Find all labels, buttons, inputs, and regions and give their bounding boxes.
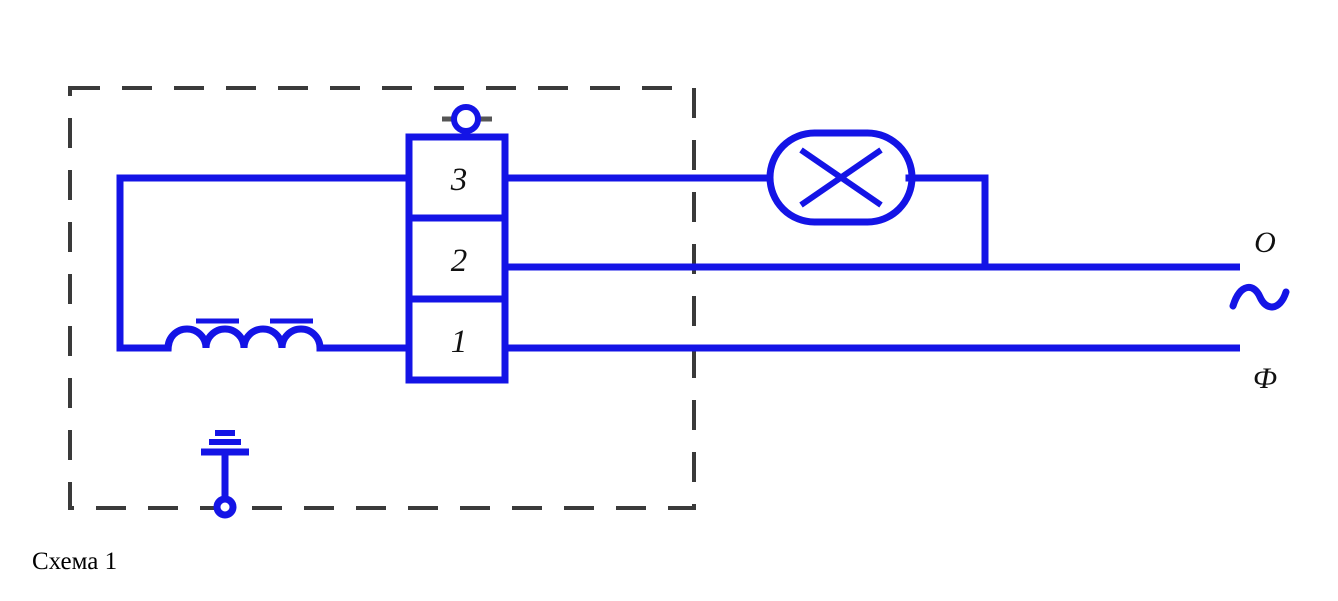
wire-lamp-to-neutral	[905, 174, 989, 271]
figure-caption: Схема 1	[32, 548, 118, 575]
terminal-cell-label-2: 2	[451, 243, 468, 279]
neutral-label: О	[1254, 226, 1276, 259]
wire-loop-left	[116, 174, 413, 352]
dashed-enclosure	[68, 86, 696, 510]
inductor-coil	[164, 325, 413, 352]
phase-label: Ф	[1253, 362, 1277, 395]
top-circle-connector	[451, 104, 481, 134]
lamp-x-stroke-2	[799, 147, 883, 208]
ground-terminal-circle	[213, 495, 237, 519]
terminal-cell-label-3: 3	[450, 162, 468, 198]
terminal-cell-label-1: 1	[451, 324, 468, 360]
ac-sine-icon	[1229, 284, 1290, 311]
terminal-block-body	[405, 133, 509, 384]
